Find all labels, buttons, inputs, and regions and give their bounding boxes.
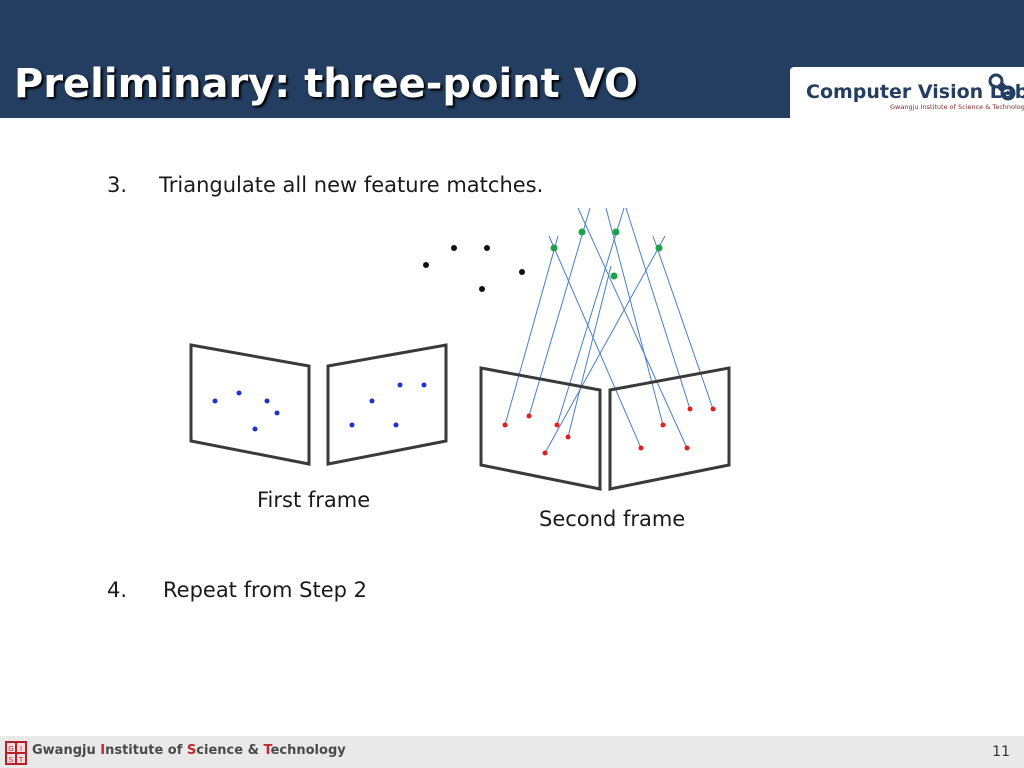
institution-name: Gwangju Institute of Science & Technolog… <box>32 743 346 758</box>
lab-logo: Computer Vision Lab. Gwangju Institute o… <box>790 67 1024 118</box>
feature-point <box>397 382 403 388</box>
second-frame-image-plane-right <box>608 366 731 491</box>
map-point <box>550 244 558 252</box>
first-frame-image-plane-right <box>326 343 448 466</box>
slide-header: Preliminary: three-point VO Computer Vis… <box>0 0 1024 118</box>
ray <box>504 235 559 426</box>
ray <box>556 207 625 426</box>
map-point <box>519 269 525 275</box>
map-point <box>479 286 485 292</box>
step-number: 3. <box>107 173 128 197</box>
gist-logo-letter: T <box>18 756 24 764</box>
page-number: 11 <box>992 744 1010 760</box>
feature-point <box>264 398 270 404</box>
feature-point <box>421 382 427 388</box>
feature-point <box>684 445 690 451</box>
step-text: Repeat from Step 2 <box>163 578 367 602</box>
first-frame-label: First frame <box>257 488 371 512</box>
ray <box>605 207 664 426</box>
step-4: 4. Repeat from Step 2 <box>107 577 507 603</box>
ray <box>567 265 612 438</box>
org-part: I <box>100 743 106 758</box>
slide-title: Preliminary: three-point VO <box>14 61 638 107</box>
camera-robot-icon <box>988 73 1016 101</box>
gist-logo-letter: I <box>20 745 22 753</box>
map-point <box>655 244 663 252</box>
map-point <box>451 245 457 251</box>
org-part: S <box>186 743 197 758</box>
map-point <box>612 228 620 236</box>
triangulation-diagram <box>189 207 731 491</box>
existing-3d-points <box>423 245 525 292</box>
feature-point <box>274 410 280 416</box>
feature-point <box>638 445 644 451</box>
feature-point <box>554 422 560 428</box>
second-frame-label: Second frame <box>539 507 686 531</box>
gist-logo-icon: G I S T <box>5 741 27 765</box>
feature-point <box>526 413 532 419</box>
map-point <box>610 272 618 280</box>
ray <box>577 207 688 449</box>
org-part: nstitute of <box>105 743 187 758</box>
triangulation-rays <box>504 207 714 454</box>
second-frame-features <box>502 406 716 456</box>
ray <box>528 207 591 417</box>
org-part: Gwangju <box>32 743 101 758</box>
first-frame-image-plane-left <box>189 343 311 466</box>
feature-point <box>252 426 258 432</box>
map-point <box>484 245 490 251</box>
feature-point <box>687 406 693 412</box>
map-point <box>423 262 429 268</box>
org-part: echnology <box>270 743 346 758</box>
feature-point <box>660 422 666 428</box>
gist-logo-letter: S <box>9 756 14 764</box>
step-3: 3. Triangulate all new feature matches. <box>107 172 607 198</box>
feature-point <box>542 450 548 456</box>
feature-point <box>349 422 355 428</box>
org-part: T <box>263 743 271 758</box>
second-frame-image-plane-left <box>479 366 602 491</box>
slide-footer: G I S T Gwangju Institute of Science & T… <box>0 736 1024 768</box>
ray <box>544 235 666 454</box>
org-part: cience & <box>196 743 264 758</box>
feature-point <box>236 390 242 396</box>
feature-point <box>565 434 571 440</box>
feature-point <box>710 406 716 412</box>
lab-logo-name: Computer Vision Lab. <box>806 81 1024 103</box>
ray <box>652 235 714 410</box>
step-number: 4. <box>107 578 128 602</box>
map-point <box>578 228 586 236</box>
feature-point <box>393 422 399 428</box>
feature-point <box>369 398 375 404</box>
feature-point <box>502 422 508 428</box>
gist-logo-letter: G <box>8 745 13 753</box>
triangulated-3d-points <box>550 228 663 280</box>
first-frame-features <box>212 382 427 432</box>
step-text: Triangulate all new feature matches. <box>159 173 544 197</box>
ray <box>548 235 642 449</box>
ray <box>625 207 691 410</box>
lab-logo-subtitle: Gwangju Institute of Science & Technolog… <box>890 103 1024 111</box>
feature-point <box>212 398 218 404</box>
